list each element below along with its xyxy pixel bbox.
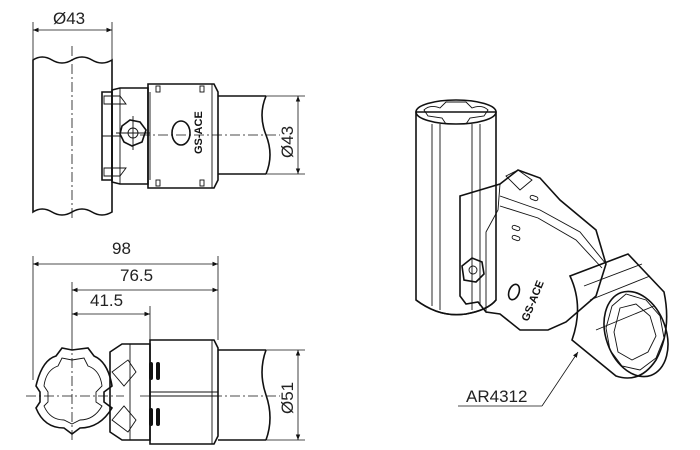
iso-brand-label: GS-ACE xyxy=(520,279,547,323)
dim-overall-length-label: 98 xyxy=(112,239,131,258)
side-tube xyxy=(140,95,280,175)
dim-short-length-label: 41.5 xyxy=(90,291,123,310)
slots-bottom xyxy=(149,362,160,426)
dim-side-diameter: Ø43 xyxy=(266,95,305,175)
brand-label: GS-ACE xyxy=(193,111,205,154)
dim-short-length: 41.5 xyxy=(72,291,151,340)
ticks-top xyxy=(155,85,205,187)
top-view: GS-ACE Ø43 Ø43 xyxy=(32,9,305,220)
vertical-tube xyxy=(32,46,113,220)
part-number-callout: AR4312 xyxy=(458,351,579,407)
iso-side-tube xyxy=(568,253,669,379)
tube-profile-section xyxy=(26,340,124,440)
iso-copper-clamp: GS-ACE xyxy=(459,169,607,331)
iso-logo-oval-icon xyxy=(507,283,521,301)
dim-mid-length-label: 76.5 xyxy=(120,266,153,285)
dim-top-diameter: Ø43 xyxy=(32,9,113,60)
clamp-body-bottom xyxy=(109,339,219,445)
logo-oval-icon xyxy=(171,120,191,146)
dim-overall-length: 98 xyxy=(32,239,219,380)
bottom-view: 98 76.5 41.5 Ø51 xyxy=(26,239,305,445)
dim-side-diameter-label: Ø43 xyxy=(278,126,297,158)
dim-bottom-diameter-label: Ø51 xyxy=(278,382,297,414)
dim-bottom-diameter: Ø51 xyxy=(266,349,305,441)
side-tube-bottom xyxy=(140,349,280,441)
clamp-body-top: GS-ACE xyxy=(101,83,219,189)
isometric-view: GS-ACE AR4312 xyxy=(415,99,669,407)
hex-nut-icon xyxy=(116,116,150,150)
iso-hex-nut-icon xyxy=(461,257,485,283)
dim-top-diameter-label: Ø43 xyxy=(53,9,85,28)
dim-mid-length: 76.5 xyxy=(71,266,218,340)
part-number-label: AR4312 xyxy=(466,387,527,406)
iso-vertical-tube xyxy=(415,99,497,316)
